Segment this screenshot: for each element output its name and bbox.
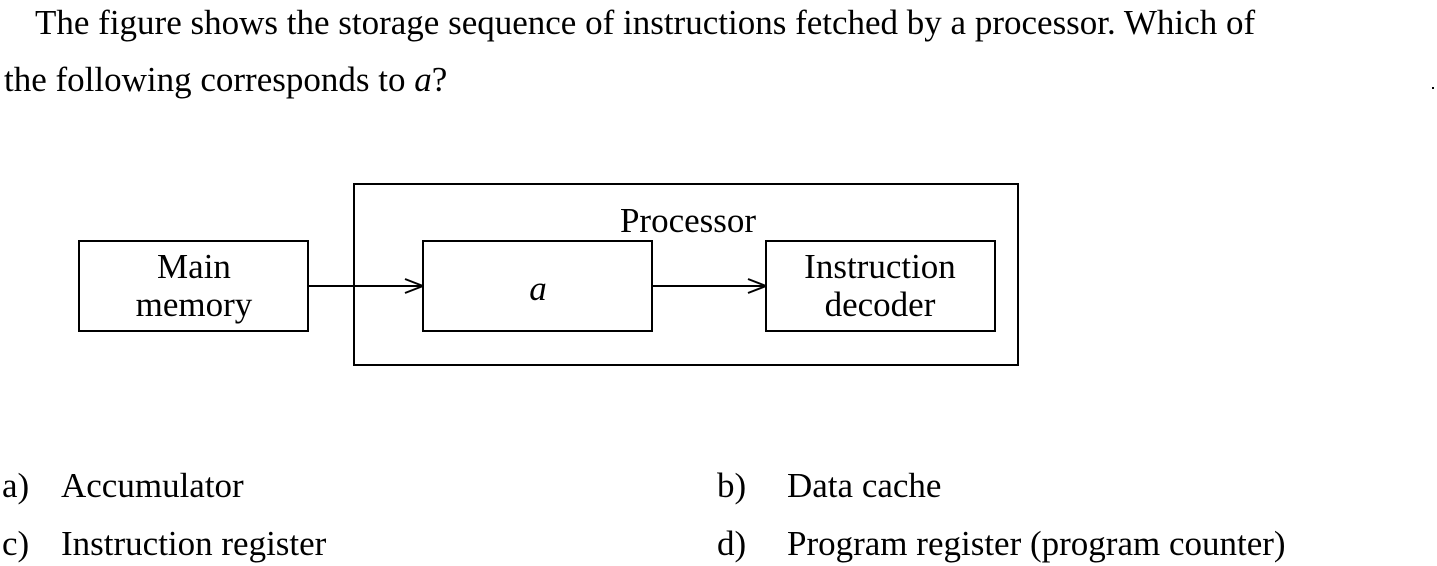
question-text: The figure shows the storage sequence of… — [4, 0, 1429, 108]
option-letter: d) — [717, 524, 747, 563]
component-a-label: a — [529, 269, 547, 308]
question-variable-a: a — [414, 60, 432, 99]
main-memory-label-line1: Main — [157, 247, 231, 286]
option-text: Accumulator — [61, 466, 244, 505]
stray-dot — [1432, 87, 1434, 89]
processor-label: Processor — [620, 201, 756, 240]
option-text: Data cache — [787, 466, 942, 505]
option-letter: b) — [717, 466, 747, 505]
option-letter: c) — [2, 524, 30, 563]
main-memory-label-line2: memory — [136, 285, 253, 324]
question-line-2-start: the following corresponds to — [4, 60, 415, 99]
option-text: Program register (program counter) — [787, 524, 1286, 563]
processor-box — [353, 183, 1019, 366]
instruction-decoder-label-line1: Instruction — [804, 247, 956, 286]
option-text: Instruction register — [61, 524, 327, 563]
instruction-decoder-label-line2: decoder — [825, 285, 936, 324]
question-line-1: The figure shows the storage sequence of… — [35, 3, 1256, 42]
option-letter: a) — [2, 466, 30, 505]
question-line-2-end: ? — [431, 60, 448, 99]
